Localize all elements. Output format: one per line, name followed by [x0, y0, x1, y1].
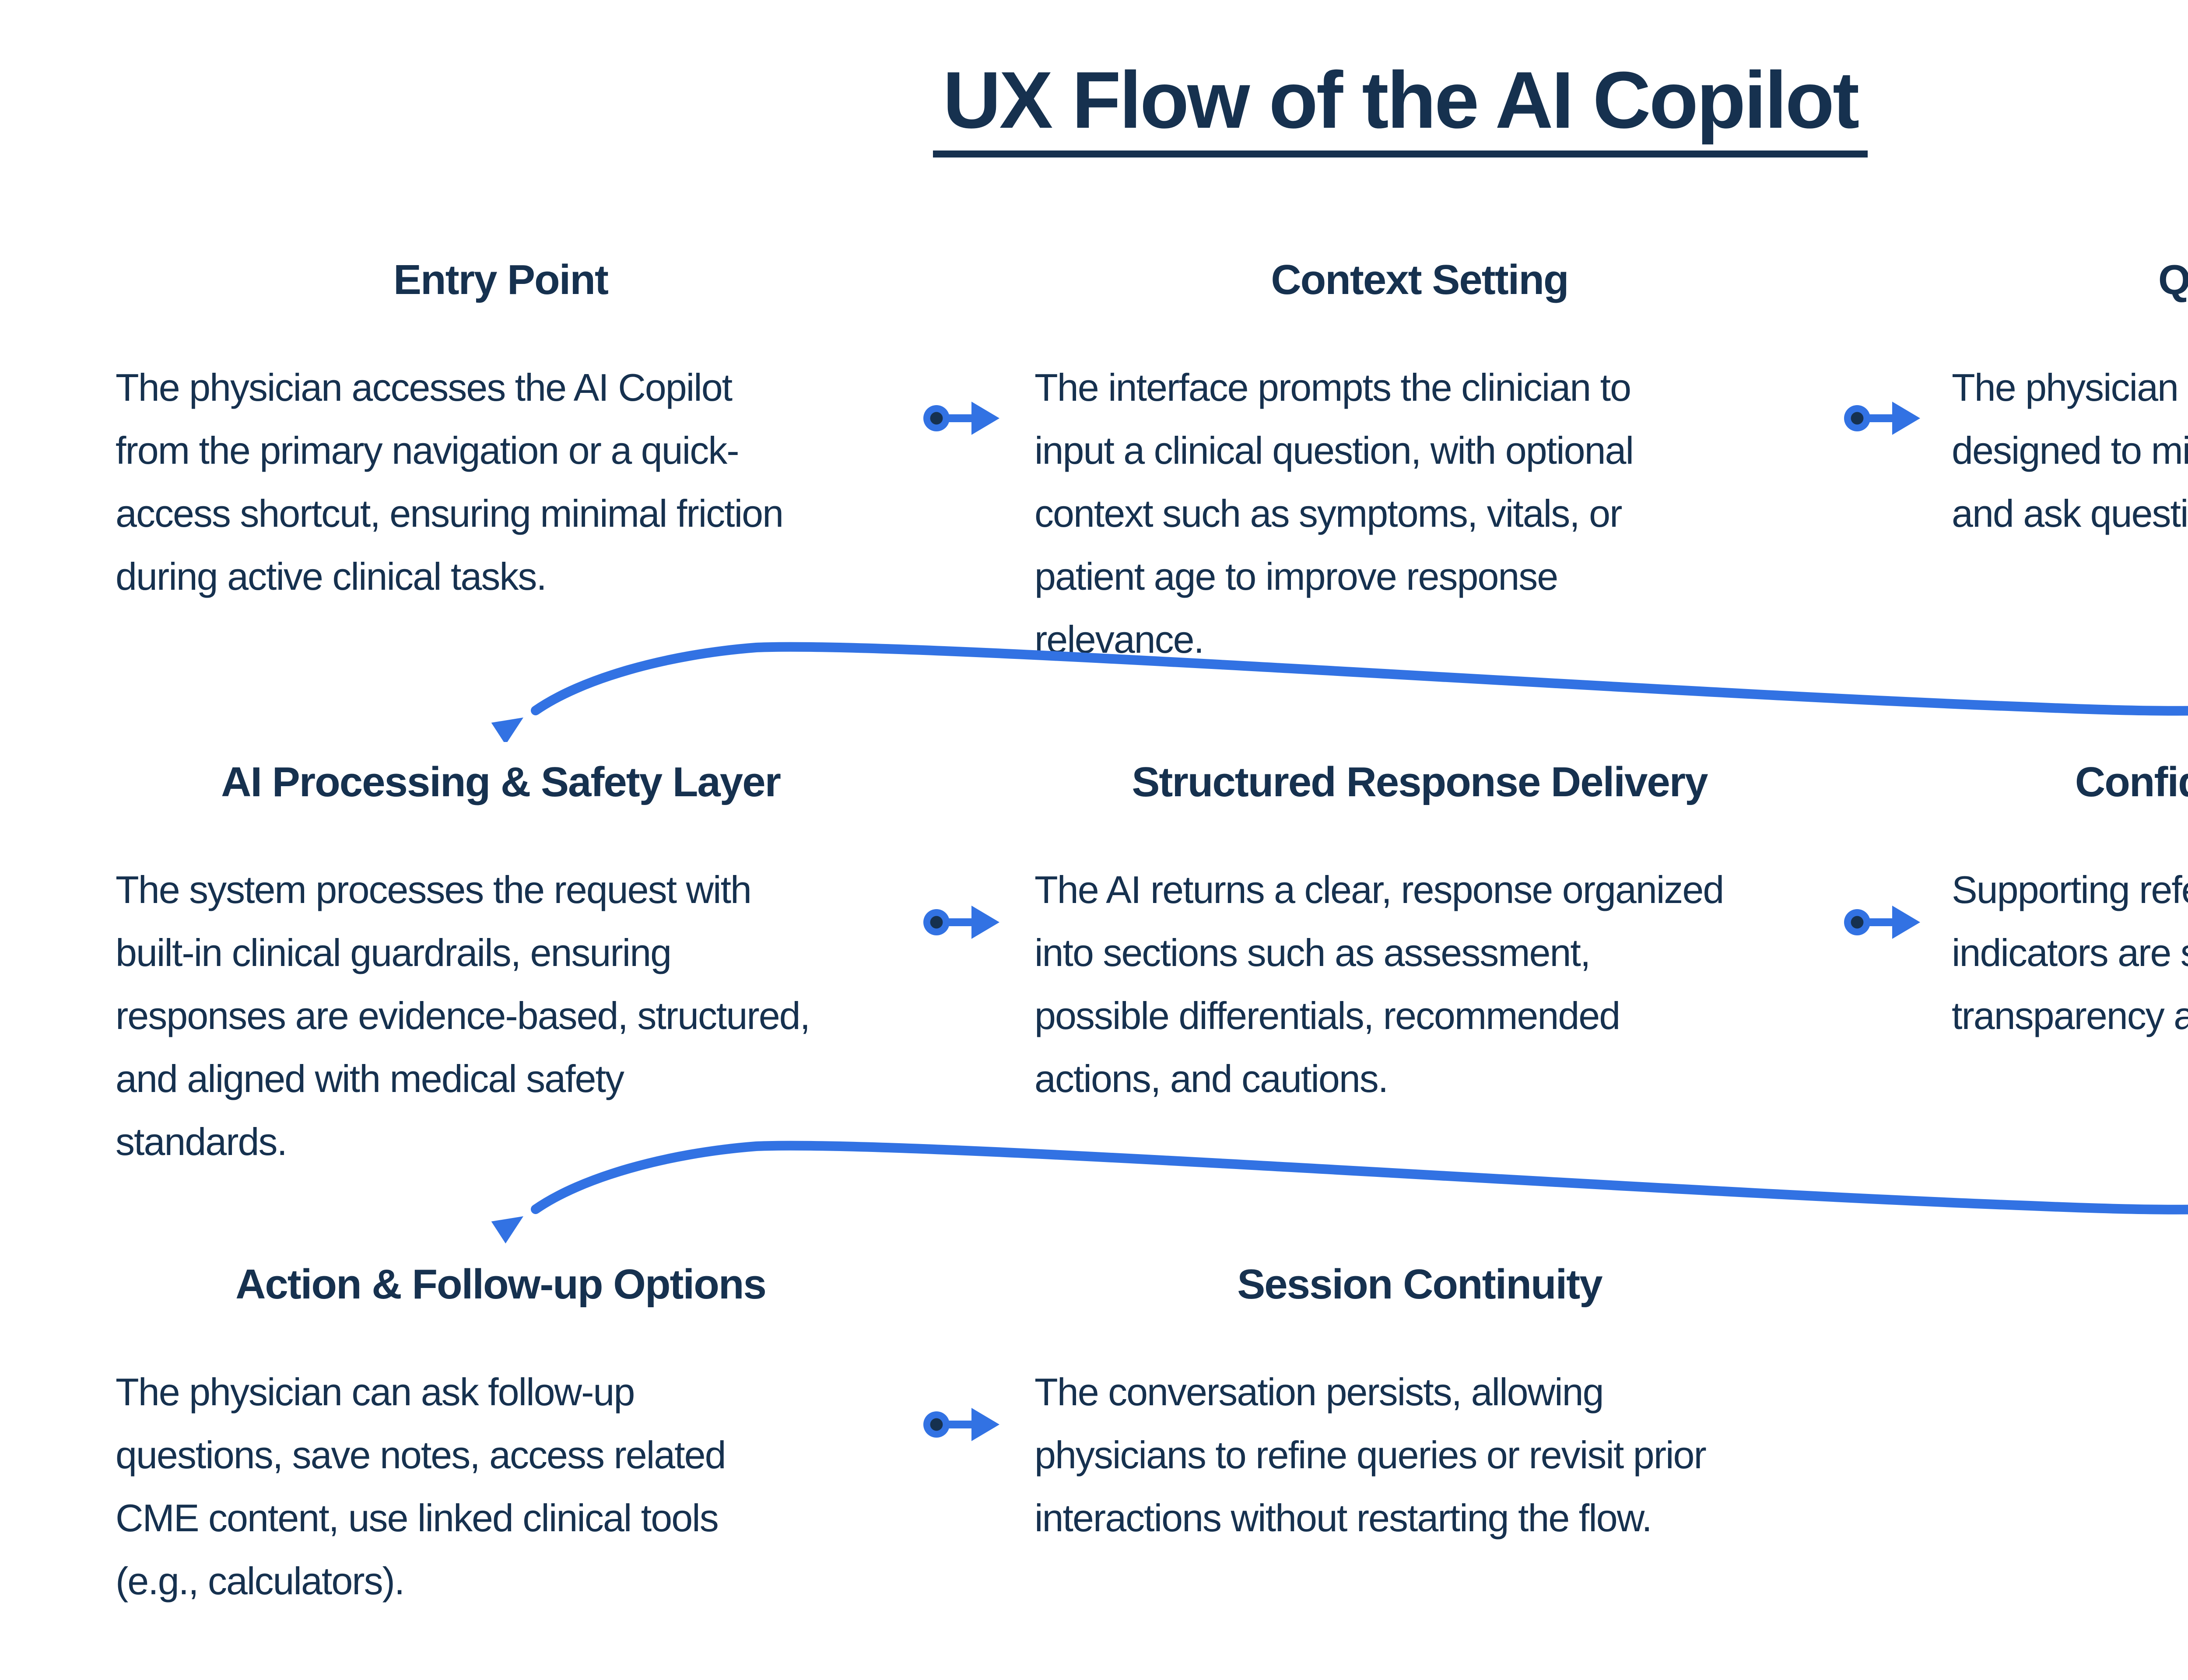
step-heading: AI Processing & Safety Layer — [221, 760, 781, 807]
arrow-head — [971, 906, 999, 939]
page-title: UX Flow of the AI Copilot — [932, 52, 1869, 158]
step-entry-point: Entry Point The physician accesses the A… — [98, 256, 903, 609]
arrow-head — [971, 402, 999, 435]
flow-arrow-icon — [923, 906, 999, 939]
arrow-head — [1892, 906, 1920, 939]
flow-arrow-icon — [1844, 402, 1920, 435]
step-heading: Confidence & Trust Signals — [2075, 760, 2188, 807]
step-context-setting: Context Setting The interface prompts th… — [1017, 256, 1822, 672]
flow-arrow-icon — [1844, 906, 1920, 939]
arrow-dot-center — [930, 1418, 943, 1431]
arrow-head — [971, 1408, 999, 1441]
step-description: The physician submits a free-text query … — [1952, 366, 2188, 536]
step-heading: Structured Response Delivery — [1132, 760, 1708, 807]
step-action-follow-up-options: Action & Follow-up Options The physician… — [98, 1260, 903, 1614]
step-session-continuity: Session Continuity The conversation pers… — [1017, 1260, 1822, 1550]
arrow-head — [1892, 402, 1920, 435]
arrow-dot-center — [930, 916, 943, 929]
step-description: The AI returns a clear, response organiz… — [1034, 868, 1724, 1101]
step-heading: Action & Follow-up Options — [235, 1262, 767, 1309]
step-description: The conversation persists, allowing phys… — [1034, 1370, 1707, 1540]
step-heading: Query Submission — [2158, 257, 2188, 304]
arrow-dot-center — [1851, 412, 1864, 425]
wrap-arrow-head — [491, 718, 523, 742]
step-description: Supporting references, or confidence ind… — [1952, 868, 2188, 1038]
step-structured-response-delivery: Structured Response Delivery The AI retu… — [1017, 758, 1822, 1111]
step-heading: Entry Point — [393, 257, 609, 304]
step-confidence-trust-signals: Confidence & Trust Signals Supporting re… — [1934, 758, 2188, 1048]
title-bar: UX Flow of the AI Copilot — [0, 52, 2188, 158]
flow-arrow-icon — [923, 402, 999, 435]
arrow-dot-center — [1851, 916, 1864, 929]
step-heading: Session Continuity — [1237, 1262, 1602, 1309]
step-description: The system processes the request with bu… — [116, 868, 810, 1164]
step-description: The physician can ask follow-up question… — [116, 1370, 726, 1603]
step-query-submission: Query Submission The physician submits a… — [1934, 256, 2188, 546]
step-description: The interface prompts the clinician to i… — [1034, 366, 1634, 662]
flow-arrow-icon — [923, 1408, 999, 1441]
step-heading: Context Setting — [1271, 257, 1569, 304]
wrap-arrow-head — [491, 1216, 523, 1244]
step-ai-processing-safety-layer: AI Processing & Safety Layer The system … — [98, 758, 903, 1174]
step-description: The physician accesses the AI Copilot fr… — [116, 366, 784, 598]
arrow-dot-center — [930, 412, 943, 425]
